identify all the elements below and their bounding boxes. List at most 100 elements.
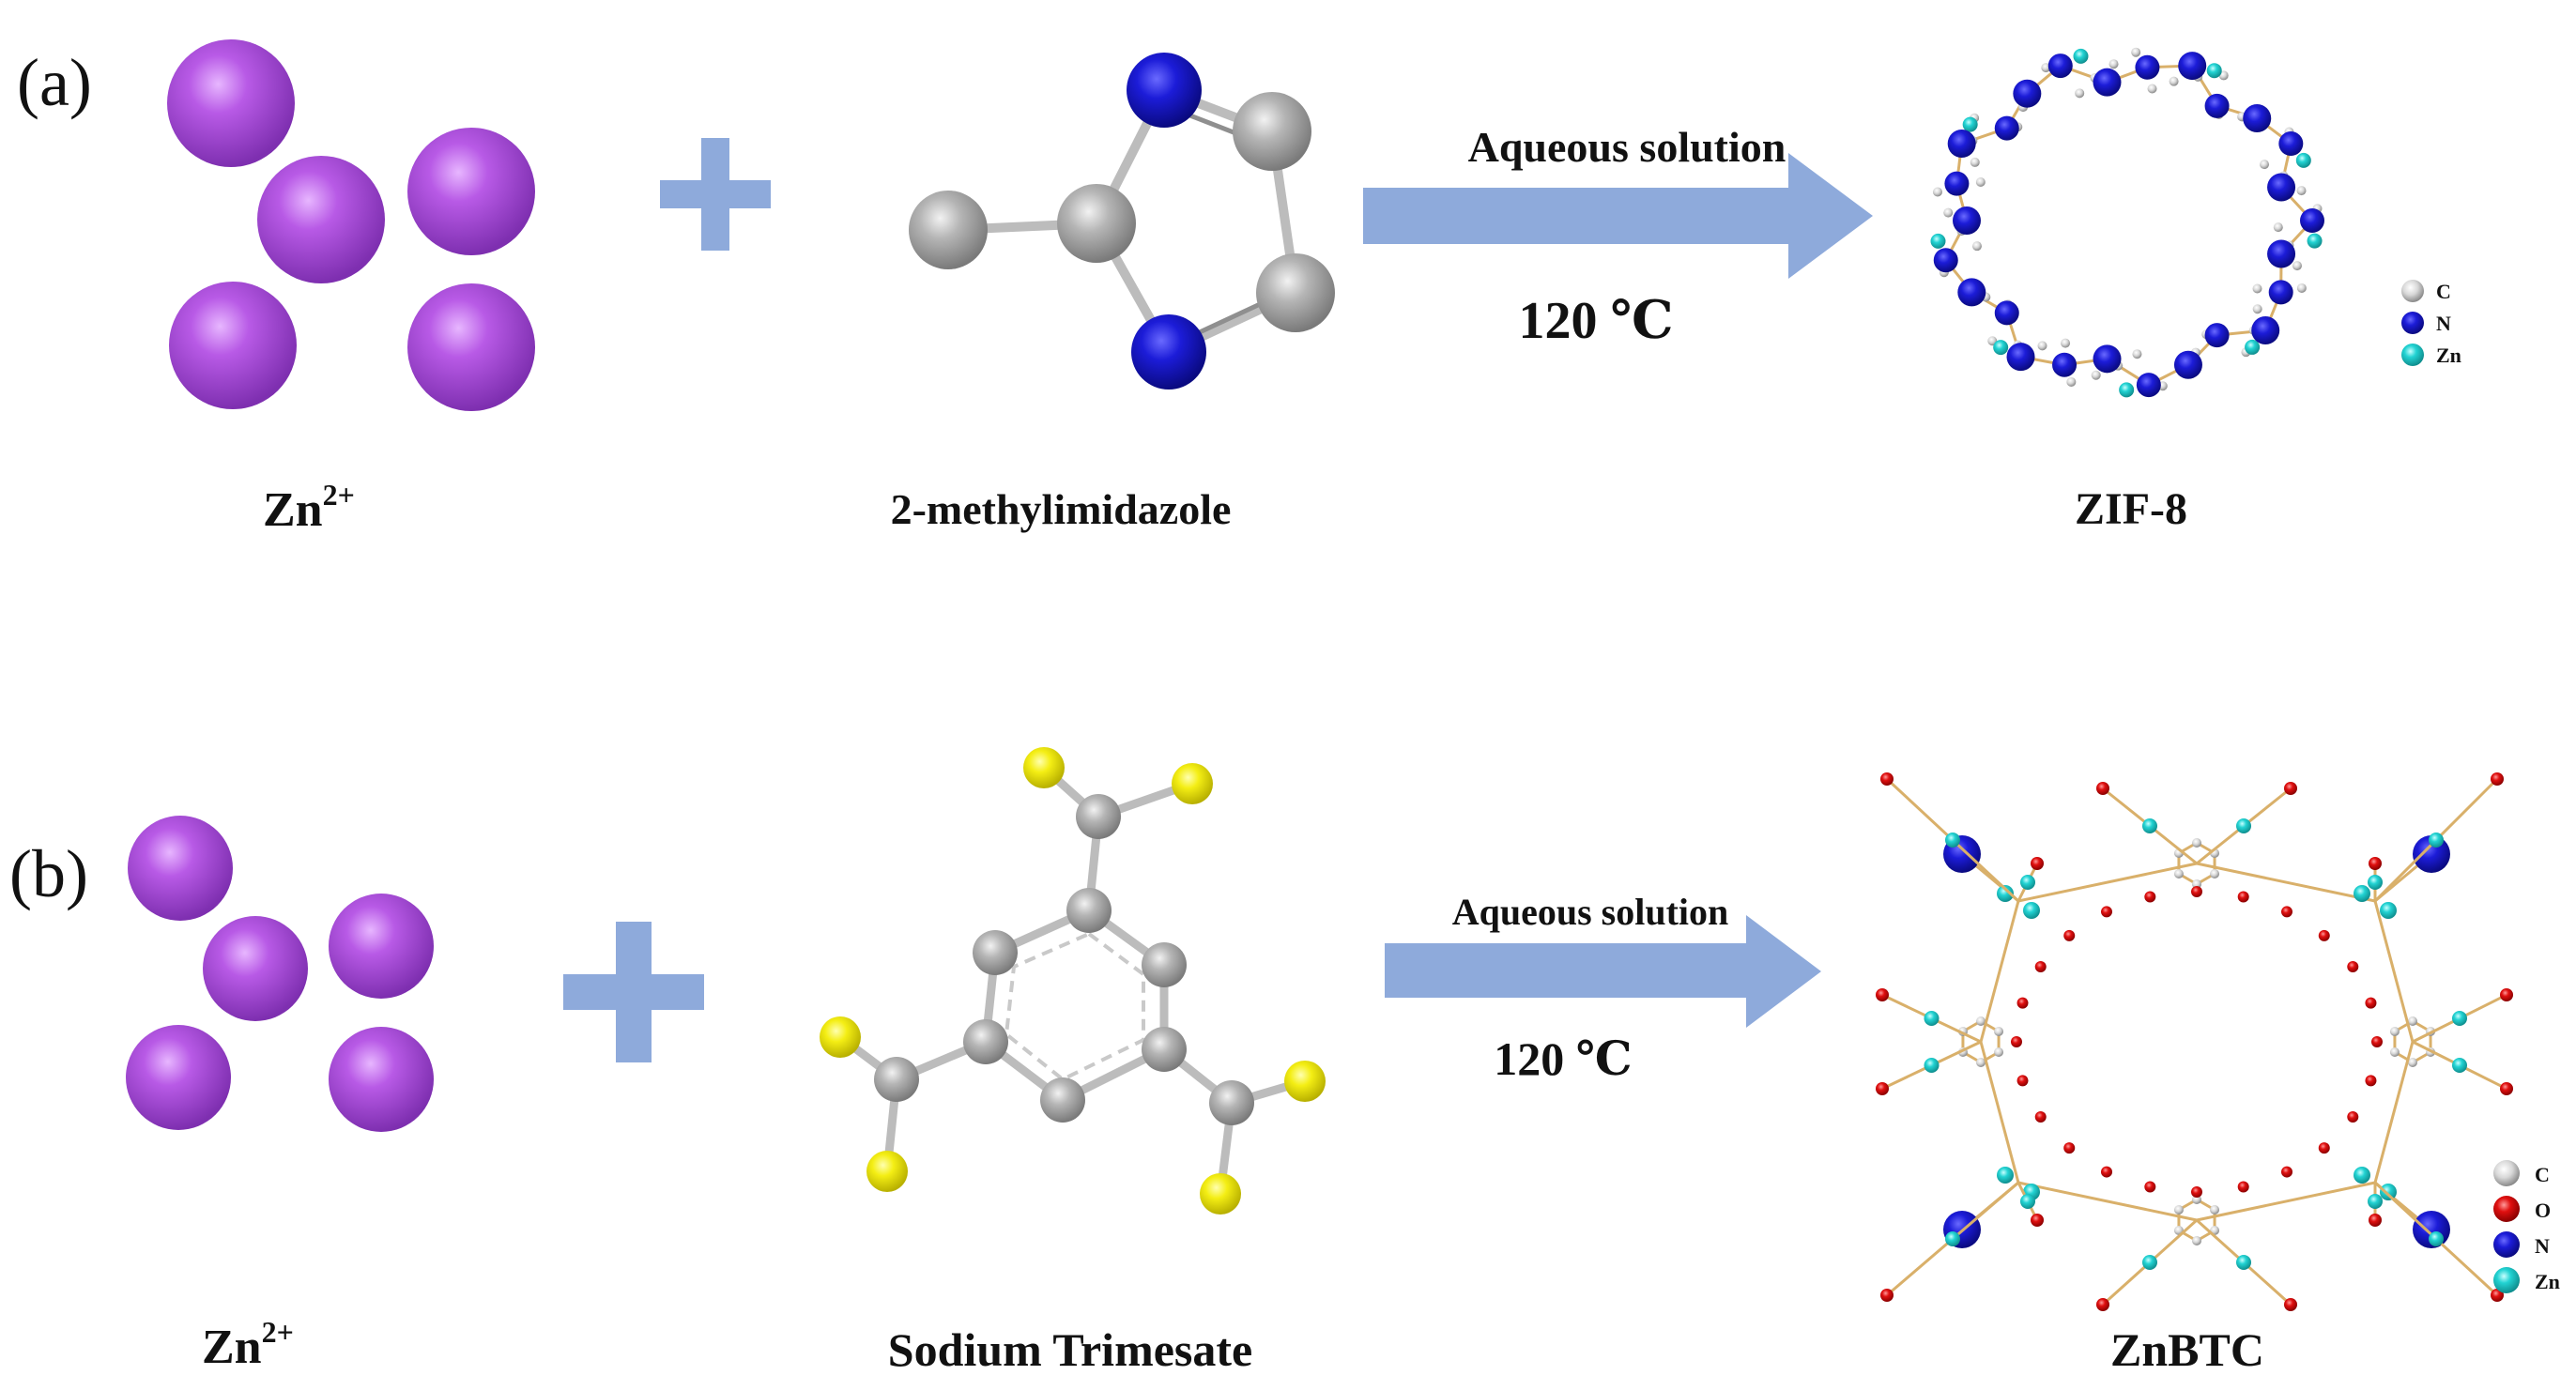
zinc-atom (2452, 1011, 2467, 1026)
sodium-site (866, 1151, 908, 1192)
carbon-atom (2292, 261, 2302, 271)
oxygen-atom (2237, 1181, 2249, 1193)
legend-label-zinc: Zn (2535, 1270, 2560, 1293)
carbon-atom (909, 191, 988, 269)
legend-swatch-oxygen (2493, 1196, 2520, 1222)
legend-swatch-carbon (2493, 1160, 2520, 1186)
legend-label-nitrogen: N (2436, 312, 2451, 335)
nitrogen-atom (2178, 52, 2207, 81)
carbon-atom (1975, 177, 1986, 188)
zinc-atom (2295, 152, 2311, 168)
solvent-label-b: Aqueous solution (1452, 891, 1729, 933)
carbon-atom (2210, 869, 2220, 878)
nitrogen-atom (2173, 350, 2202, 379)
carbon-atom (2389, 1047, 2400, 1057)
carbon-atom (973, 930, 1018, 975)
carbon-atom (2061, 338, 2071, 348)
oxygen-atom (2101, 906, 2112, 918)
nitrogen-atom (2243, 103, 2272, 132)
carbon-atom (1142, 1027, 1187, 1072)
carbon-atom (2066, 376, 2077, 387)
nitrogen-atom (2267, 239, 2296, 268)
zinc-atom (1930, 233, 1946, 249)
nitrogen-atom (2278, 131, 2304, 157)
zinc-atom (2429, 1231, 2444, 1246)
legend-swatch-carbon (2401, 280, 2424, 302)
oxygen-atom (2144, 891, 2156, 903)
methylimidazole-molecule (909, 53, 1335, 390)
carbon-atom (2252, 304, 2262, 314)
zinc-atom (1924, 1058, 1940, 1073)
panel-a-label: (a) (17, 45, 92, 120)
temperature-label-b: 120 ℃ (1494, 1032, 1632, 1085)
oxygen-atom (2191, 1186, 2202, 1198)
zinc-atom (1962, 116, 1978, 132)
zinc-atom (2142, 1255, 2157, 1270)
legend-label-oxygen: O (2535, 1199, 2551, 1222)
zinc-atom (2119, 382, 2135, 398)
bond (2196, 1181, 2376, 1222)
sodium-site (820, 1016, 861, 1058)
oxygen-atom (2347, 961, 2359, 972)
nitrogen-atom (1953, 206, 1981, 235)
sodium-site (1284, 1061, 1326, 1102)
nitrogen-atom (2006, 343, 2035, 372)
zn-ion (257, 156, 385, 283)
legend-label-zinc: Zn (2436, 344, 2461, 367)
nitrogen-atom (2267, 173, 2296, 202)
oxygen-atom (1880, 1289, 1894, 1302)
nitrogen-atom (1944, 171, 1970, 196)
nitrogen-atom (1957, 278, 1986, 307)
zinc-atom (1924, 1011, 1940, 1026)
legend-label-nitrogen: N (2535, 1234, 2550, 1258)
zinc-atom (2368, 1194, 2383, 1209)
oxygen-atom (2284, 1298, 2297, 1311)
carbon-atom (2037, 341, 2047, 351)
ligand-label-b: Sodium Trimesate (888, 1323, 1252, 1375)
carbon-atom (2192, 838, 2201, 848)
zinc-atom (2354, 885, 2370, 902)
carbon-atom (1076, 794, 1121, 839)
zinc-atom (2236, 818, 2251, 833)
sodium-site (1200, 1173, 1241, 1215)
temperature-label-a: 120 ℃ (1518, 292, 1673, 350)
carbon-atom (1066, 888, 1112, 933)
oxygen-atom (2031, 857, 2044, 870)
carbon-atom (2192, 1195, 2201, 1204)
oxygen-atom (2144, 1181, 2156, 1193)
zn-ion-label-a: Zn2+ (263, 478, 355, 537)
carbon-atom (1256, 253, 1335, 332)
nitrogen-atom (2136, 373, 2161, 398)
carbon-atom (2296, 283, 2307, 293)
zinc-atom (2368, 875, 2383, 890)
legend-label-carbon: C (2436, 280, 2451, 303)
zinc-atom (2245, 339, 2261, 355)
oxygen-atom (2191, 886, 2202, 897)
oxygen-atom (2237, 891, 2249, 903)
carbon-atom (2132, 349, 2142, 359)
carbon-atom (2192, 879, 2201, 889)
carbon-atom (2252, 283, 2262, 294)
carbon-atom (2075, 88, 2085, 99)
oxygen-atom (2491, 772, 2504, 786)
oxygen-atom (2318, 929, 2330, 941)
oxygen-atom (2063, 1142, 2076, 1154)
carbon-atom (2091, 370, 2101, 380)
carbon-atom (1943, 207, 1954, 218)
carbon-atom (1233, 92, 1311, 171)
oxygen-atom (2371, 1036, 2383, 1047)
znbtc-structure (1876, 772, 2513, 1311)
zinc-atom (1997, 1167, 2014, 1184)
carbon-atom (1932, 187, 1942, 197)
nitrogen-atom (1127, 53, 1202, 128)
carbon-atom (2147, 84, 2157, 94)
oxygen-atom (2281, 1166, 2292, 1178)
sodium-site (1172, 763, 1213, 804)
legend-label-carbon: C (2535, 1163, 2550, 1186)
nitrogen-atom (2300, 208, 2324, 233)
sodium-site (1023, 747, 1065, 788)
zinc-atom (2142, 818, 2157, 833)
legend-swatch-zinc (2401, 344, 2424, 366)
oxygen-atom (2347, 1111, 2359, 1123)
